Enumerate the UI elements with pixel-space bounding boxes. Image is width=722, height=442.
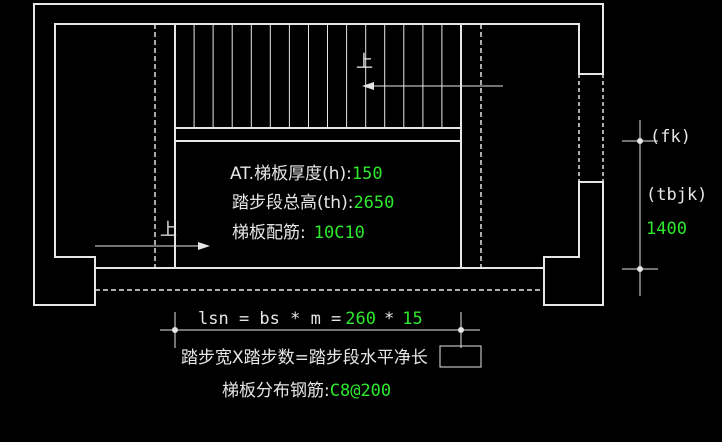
formula-caption: 踏步宽X踏步数=踏步段水平净长 bbox=[181, 348, 428, 368]
value-tbjk: 1400 bbox=[646, 219, 687, 239]
outer-wall bbox=[33, 3, 604, 306]
beam-lines bbox=[95, 24, 544, 291]
m-value: 15 bbox=[402, 309, 422, 329]
up-arrow-left: 上 bbox=[95, 220, 210, 250]
caption-box bbox=[439, 345, 482, 368]
label-tbjk: (tbjk) bbox=[646, 185, 707, 205]
distribution-value: C8@200 bbox=[330, 381, 391, 401]
caption-prefix: 踏步宽X踏步数=踏步段水平 bbox=[181, 348, 394, 368]
stair-treads bbox=[193, 24, 443, 128]
times-sign: * bbox=[384, 309, 394, 329]
distribution-label: 梯板分布钢筋: bbox=[222, 381, 330, 401]
bs-value: 260 bbox=[345, 309, 376, 329]
height-value: 2650 bbox=[353, 193, 394, 213]
thickness-label: AT.梯板厚度(h): bbox=[230, 164, 352, 184]
rebar-label: 梯板配筋: bbox=[232, 223, 306, 243]
stair-flight bbox=[174, 24, 462, 268]
thickness-row: AT.梯板厚度(h):150 bbox=[230, 164, 383, 184]
rebar-value: 10C10 bbox=[314, 223, 365, 243]
lsn-label: lsn = bs * m = bbox=[198, 309, 341, 329]
right-dimension bbox=[622, 120, 658, 296]
up-arrow-top-label: 上 bbox=[356, 52, 373, 72]
lsn-formula: lsn = bs * m =260 * 15 bbox=[198, 309, 423, 329]
up-arrow-top: 上 bbox=[356, 52, 503, 90]
up-arrow-left-label: 上 bbox=[160, 220, 177, 240]
thickness-value: 150 bbox=[352, 164, 383, 184]
height-row: 踏步段总高(th):2650 bbox=[232, 193, 394, 213]
rebar-row: 梯板配筋: 10C10 bbox=[232, 223, 365, 243]
distribution-row: 梯板分布钢筋:C8@200 bbox=[222, 381, 391, 401]
bottom-dimension bbox=[160, 312, 480, 348]
caption-boxed: 净长 bbox=[394, 348, 428, 368]
height-label: 踏步段总高(th): bbox=[232, 193, 353, 213]
right-opening bbox=[578, 74, 604, 182]
landing-lines bbox=[95, 127, 544, 269]
label-fk: (fk) bbox=[650, 127, 691, 147]
